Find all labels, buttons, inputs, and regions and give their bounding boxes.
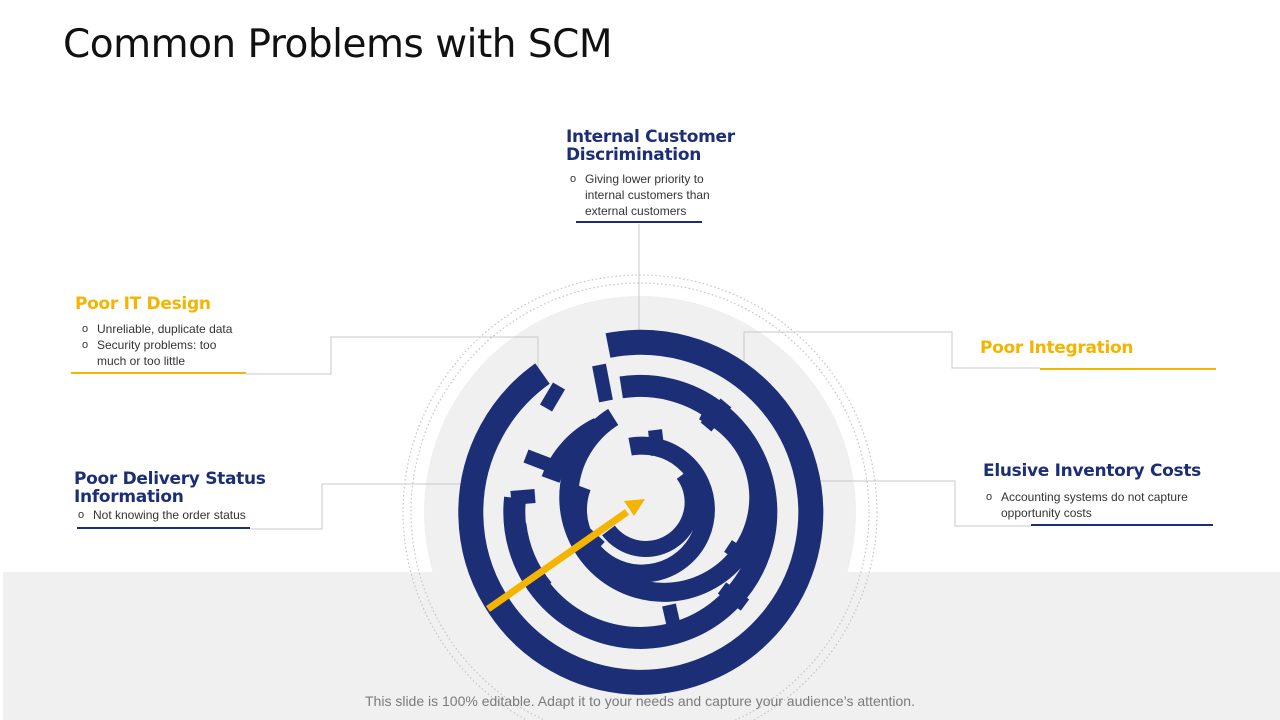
bullet-line: much or too little <box>97 354 186 368</box>
bullets-elusive-inventory: Accounting systems do not capture opport… <box>982 489 1188 521</box>
halo-dotted-ring-outer <box>402 274 878 720</box>
connector-poor-delivery <box>250 483 478 530</box>
bullets-internal-customer: Giving lower priority to internal custom… <box>566 171 710 219</box>
bullet-line: internal customers than <box>585 188 710 202</box>
heading-poor-delivery-line-1: Poor Delivery Status <box>74 469 266 489</box>
heading-poor-integration: Poor Integration <box>980 338 1134 358</box>
halo-disc <box>424 296 856 720</box>
heading-poor-delivery-line-2: Information <box>74 487 184 507</box>
connector-poor-integration <box>743 331 1040 372</box>
heading-poor-delivery: Poor Delivery Status Information <box>74 470 266 506</box>
bullets-poor-it: Unreliable, duplicate data Security prob… <box>78 321 232 369</box>
bullet-item: Not knowing the order status <box>74 507 246 523</box>
bullet-line: Giving lower priority to <box>585 172 704 186</box>
heading-poor-it: Poor IT Design <box>75 294 211 314</box>
heading-elusive-inventory: Elusive Inventory Costs <box>983 461 1201 481</box>
footer-note: This slide is 100% editable. Adapt it to… <box>365 693 915 709</box>
bullets-poor-delivery: Not knowing the order status <box>74 507 246 523</box>
connector-poor-it <box>246 336 539 375</box>
bullet-line: Accounting systems do not capture <box>1001 490 1188 504</box>
bullet-item: Giving lower priority to internal custom… <box>566 171 710 219</box>
maze-target-icon <box>458 329 824 695</box>
connector-lines <box>246 224 1040 530</box>
bullet-item: Unreliable, duplicate data <box>78 321 232 337</box>
halo-dotted-ring-inner <box>410 282 870 720</box>
page-title: Common Problems with SCM <box>63 22 613 67</box>
heading-internal-customer-line-2: Discrimination <box>566 145 701 165</box>
bullet-item: Security problems: too much or too littl… <box>78 337 232 369</box>
bullet-item: Accounting systems do not capture opport… <box>982 489 1188 521</box>
heading-internal-customer-line-1: Internal Customer <box>566 127 735 147</box>
bullet-line: Security problems: too <box>97 338 217 352</box>
bullet-line: external customers <box>585 204 687 218</box>
bullet-line: opportunity costs <box>1001 506 1092 520</box>
connector-elusive-inventory <box>808 480 1031 527</box>
yellow-arrow-icon <box>485 499 645 612</box>
heading-internal-customer: Internal Customer Discrimination <box>566 128 735 164</box>
